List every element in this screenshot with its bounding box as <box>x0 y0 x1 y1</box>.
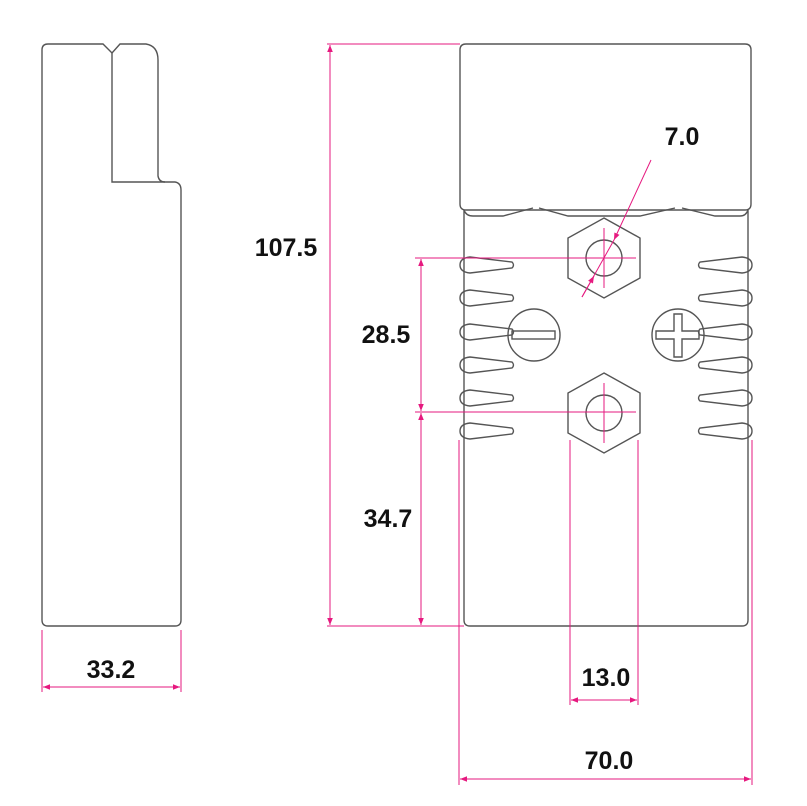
dim-label-34-7: 34.7 <box>364 505 413 533</box>
dim-label-7-0: 7.0 <box>665 123 700 151</box>
dim-label-33-2: 33.2 <box>87 656 136 684</box>
dim-bottom-terminal: 34.7 <box>364 413 424 625</box>
hex-nut-bottom-icon <box>567 372 641 454</box>
dim-label-107-5: 107.5 <box>255 234 318 262</box>
negative-terminal-icon <box>507 308 561 362</box>
dim-terminal-pitch: 28.5 <box>362 257 636 413</box>
dim-label-13-0: 13.0 <box>582 664 631 692</box>
dim-hex-width: 13.0 <box>569 440 639 705</box>
dim-width-front: 70.0 <box>458 440 753 785</box>
dim-label-28-5: 28.5 <box>362 321 411 349</box>
dim-hole-diameter: 7.0 <box>581 123 700 298</box>
dim-width-side: 33.2 <box>41 630 182 692</box>
fins-left <box>459 256 515 440</box>
dim-label-70-0: 70.0 <box>585 747 634 775</box>
positive-terminal-icon <box>651 308 705 362</box>
side-view <box>41 43 182 627</box>
fins-right <box>697 256 753 440</box>
dim-height-total: 107.5 <box>255 43 464 627</box>
front-view <box>459 43 753 627</box>
